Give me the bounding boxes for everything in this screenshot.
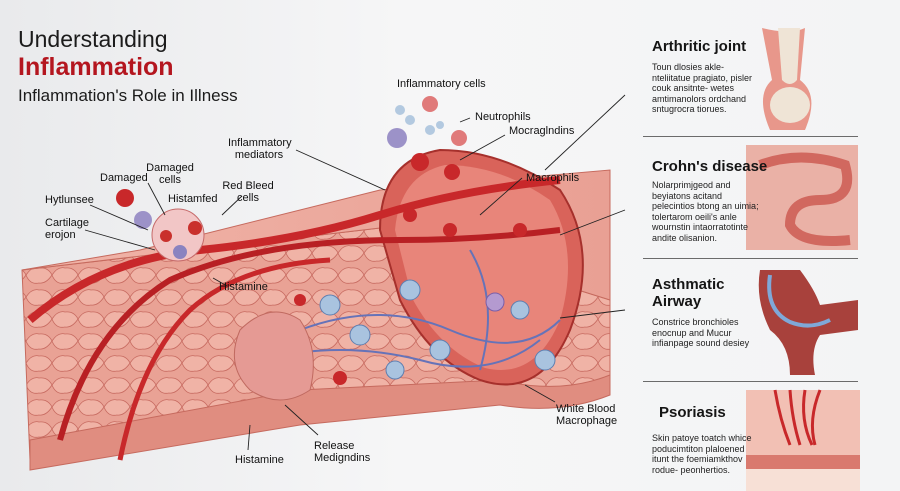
label-mocraglndins: Mocraglndins	[509, 125, 575, 137]
label-histamine-top: Histamine	[219, 281, 268, 293]
panel-title-psoriasis: Psoriasis	[659, 404, 726, 421]
panel-body-arthritic-joint: Toun dlosies akle- nteliitatue pragiato,…	[652, 62, 753, 114]
panel-body-asthmatic-airway: Constrice bronchioles enocnup and Mucur …	[652, 317, 750, 348]
divider	[643, 136, 858, 137]
damaged-cell	[151, 208, 205, 262]
title-understanding: Understanding	[18, 26, 168, 52]
divider	[643, 258, 858, 259]
lesion	[233, 311, 314, 401]
label-macrophils: Macrophils	[526, 172, 580, 184]
label-hytlunsee: Hytlunsee	[45, 194, 94, 206]
label-release-medigndins: Release Medigndins	[314, 440, 371, 464]
label-white-blood-macrophage: White Blood Macrophage	[556, 403, 618, 427]
blood-vessel	[57, 227, 561, 441]
label-inflammatory-cells: Inflammatory cells	[397, 78, 486, 90]
divider	[643, 381, 858, 382]
panel-body-crohns-disease: Nolarprimjgeod and beyiatons acitand pel…	[652, 180, 759, 243]
subtitle: Inflammation's Role in Illness	[18, 86, 238, 105]
psoriasis-image	[746, 389, 860, 491]
label-red-bleed-cells: Red Bleed cells	[222, 180, 274, 204]
leader-lines	[84, 94, 626, 451]
panel-title-asthmatic-airway: Asthmatic Airway	[652, 276, 725, 310]
asthmatic-airway-image	[758, 270, 858, 375]
title-inflammation: Inflammation	[18, 53, 174, 81]
panel-title-arthritic-joint: Arthritic joint	[652, 38, 747, 55]
label-inflammatory-mediators: Inflammatory mediators	[228, 137, 292, 161]
panel-title-crohns-disease: Crohn's disease	[652, 158, 768, 175]
red-blood-cell	[116, 189, 134, 207]
label-damaged: Damaged	[100, 172, 148, 184]
label-cartilage-erosion: Cartilage erojon	[45, 217, 90, 241]
label-damaged-cells: Damaged cells	[146, 162, 194, 186]
label-neutrophils: Neutrophils	[475, 111, 531, 123]
panel-body-psoriasis: Skin patoye toatch whice poducimtiton pl…	[652, 433, 752, 475]
arthritic-joint-image	[762, 28, 812, 130]
label-histamfed: Histamfed	[168, 193, 218, 205]
label-histamine-bottom: Histamine	[235, 454, 284, 466]
blood-vessel	[27, 176, 561, 324]
blood-vessel	[117, 257, 331, 461]
white-cell	[134, 211, 152, 229]
